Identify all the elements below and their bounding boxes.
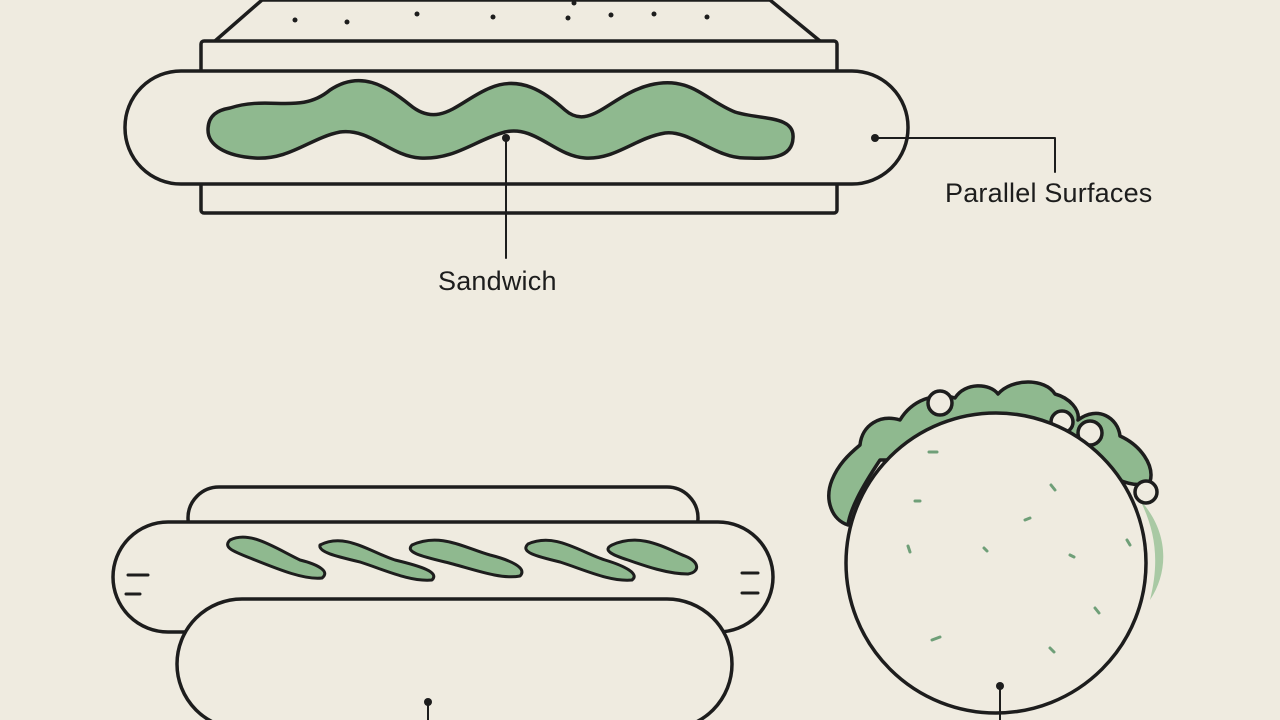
sandwich-label: Sandwich xyxy=(438,266,557,296)
parallel-pointer-line xyxy=(874,137,1056,173)
sandwich-pointer-dot xyxy=(502,134,510,142)
parallel-surfaces-label: Parallel Surfaces xyxy=(945,178,1153,208)
hotdog-bottom-bun xyxy=(175,597,734,720)
burger-pointer-dot xyxy=(996,682,1004,690)
bun-specks xyxy=(906,450,1132,654)
sandwich-wavy-filling xyxy=(206,78,795,160)
hotdog-pointer-dot xyxy=(424,698,432,706)
burger-shadow xyxy=(1140,500,1164,600)
burger-illustration xyxy=(827,380,1164,720)
hotdog-illustration xyxy=(111,485,775,720)
sandwich-crust-top xyxy=(213,0,822,43)
sandwich-illustration xyxy=(123,0,1056,259)
sandwich-bottom-slice xyxy=(199,179,839,215)
crust-speckles xyxy=(292,0,710,25)
sausage-end-marks xyxy=(124,571,760,596)
sandwich-top-slice xyxy=(199,39,839,75)
burger-round-bun xyxy=(844,411,1148,715)
hotdog-relish xyxy=(226,535,699,582)
